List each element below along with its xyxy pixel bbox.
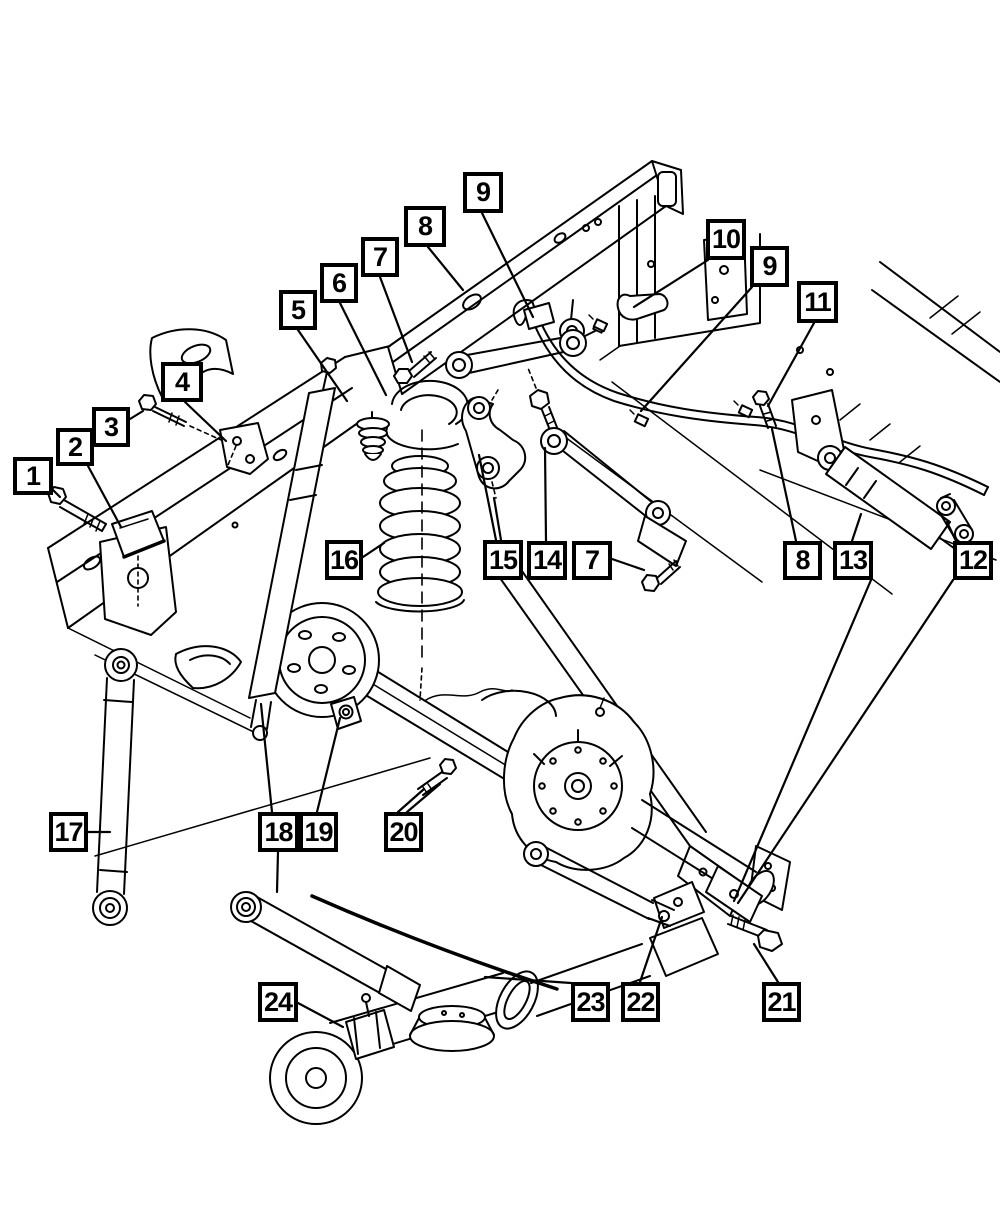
bolt-8-rear [752,390,777,429]
leader-line-11 [766,321,816,408]
leader-line-21 [752,942,780,984]
callout-11: 11 [797,281,838,323]
callout-20: 20 [384,812,423,852]
spring-centerline [419,429,423,701]
upper-control-arm-front [445,319,607,379]
shock-lower-link [936,493,974,544]
callout-3: 3 [92,407,130,447]
stabilizer-bar-bracket [616,293,669,321]
leader-line-10 [632,258,710,309]
bolt-21 [727,914,783,952]
callout-5: 5 [279,290,317,330]
leader-line-24 [296,1001,345,1029]
leader-line-19 [315,716,342,814]
callout-16: 16 [325,540,363,580]
callout-12: 12 [953,541,993,580]
coil-spring [375,455,465,613]
bolt-7 [393,351,437,384]
callout-18: 18 [258,812,299,852]
callout-4: 4 [161,362,203,402]
callout-9b: 9 [750,246,789,287]
callout-19: 19 [299,812,338,852]
leader-line-14 [543,446,548,543]
bracket-2 [111,510,166,559]
control-arm-knuckle [461,367,537,499]
leader-line-20 [405,782,442,814]
leader-line-4 [183,400,228,443]
leader-line-15 [477,453,498,542]
callout-17: 17 [49,812,88,852]
callout-2: 2 [56,428,94,466]
bracket-4 [219,422,269,475]
leader-line-20 [396,787,426,814]
stabilizer-bar [512,299,989,496]
shock-absorber-right [791,389,963,555]
track-bar [92,648,138,926]
leader-line-9b [639,285,754,413]
leader-line-7a [378,275,414,364]
leader-line-3 [128,409,145,421]
frame-bracket-9 [523,302,555,330]
leader-line-2 [86,464,123,529]
rear-axle-bottom-view [269,881,719,1125]
leader-line-13 [732,578,873,903]
spring-upper-isolator [385,379,469,451]
leader-line-16 [361,541,386,559]
leader-line-6 [338,301,388,397]
callout-24: 24 [258,982,298,1022]
lower-control-arm [230,891,421,1012]
leader-line-1 [51,488,62,499]
callout-8a: 8 [404,206,446,247]
callout-21: 21 [762,982,801,1022]
leader-line-12 [736,578,955,905]
leader-line-13 [850,512,863,543]
frame-crossmember [344,160,684,395]
callout-10: 10 [706,219,746,260]
leader-line-15 [492,496,503,542]
leader-line-8b [770,427,798,543]
callout-7b: 7 [572,541,612,580]
leader-line-18 [275,850,280,894]
leader-line-23 [483,975,573,985]
callout-23: 23 [571,982,610,1022]
callout-6: 6 [320,263,358,303]
retainer-nuts [588,314,754,428]
callout-15: 15 [483,540,523,580]
bolt-20 [417,758,457,796]
callout-13: 13 [833,541,873,580]
callout-7a: 7 [361,237,399,277]
leader-line-18 [259,702,274,814]
leader-line-12 [945,520,958,543]
callout-14: 14 [527,541,567,580]
bolt-3 [138,394,231,445]
leader-line-7b [610,557,646,572]
bolt-7-rear [641,559,681,592]
jounce-bumper [356,411,390,461]
leader-line-9a [480,211,535,319]
axle-assembly [361,661,775,923]
callout-22: 22 [621,982,660,1022]
leader-line-5 [296,328,349,403]
leader-line-8a [426,245,465,292]
callout-8b: 8 [783,541,822,580]
callout-1: 1 [13,457,53,495]
leader-line-22 [638,915,664,984]
track-bar-hanger [99,526,177,636]
leader-lines [51,211,958,1029]
callout-9a: 9 [463,172,503,213]
upper-control-arm-rear [540,427,687,567]
